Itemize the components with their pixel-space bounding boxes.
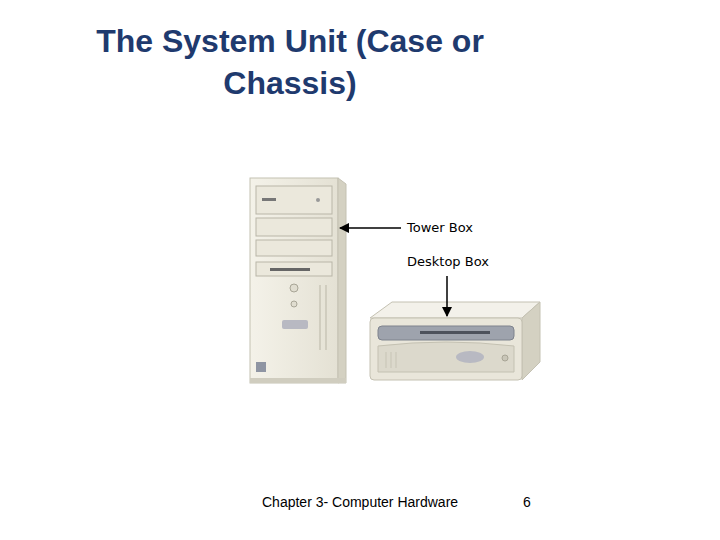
footer-text: Chapter 3- Computer Hardware [262, 494, 458, 510]
desktop-computer [370, 302, 540, 380]
tower-computer [250, 178, 346, 383]
slide-title: The System Unit (Case or Chassis) [70, 20, 510, 104]
part-label: Tower Box [407, 220, 473, 236]
page-number: 6 [523, 494, 531, 510]
leader-arrow [340, 227, 401, 229]
leader-arrow [446, 276, 448, 316]
part-label: Desktop Box [407, 254, 489, 270]
